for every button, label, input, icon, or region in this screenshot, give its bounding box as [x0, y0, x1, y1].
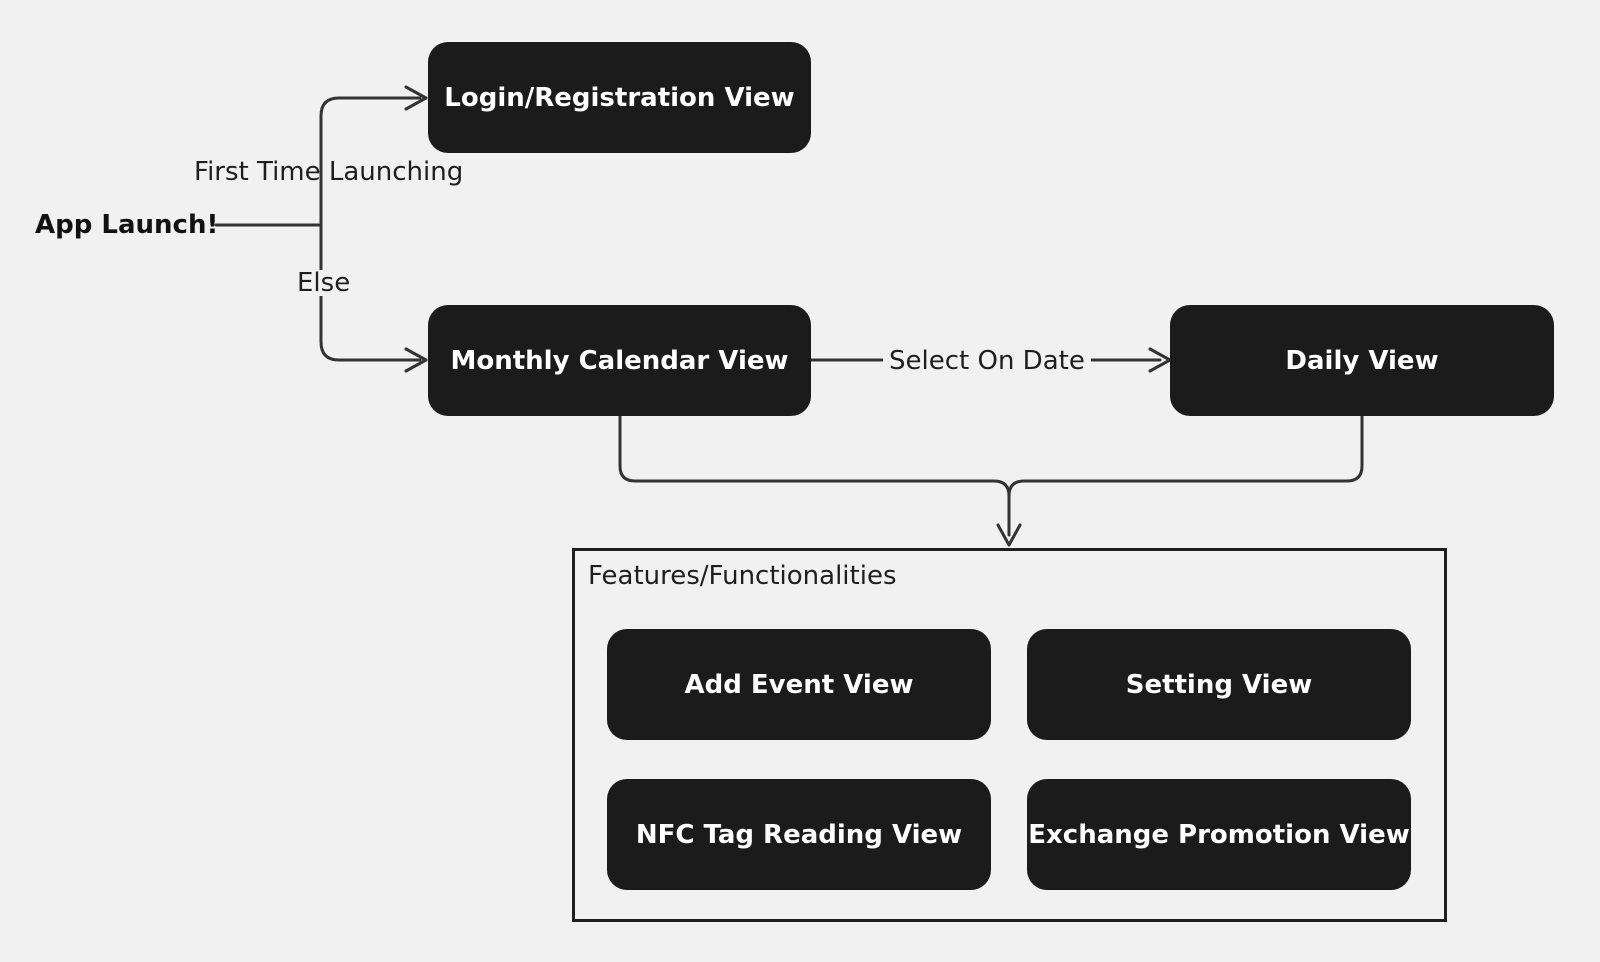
edge-label-first-time: First Time Launching: [194, 157, 464, 187]
edge-label-else: Else: [291, 270, 357, 296]
edge-label-select-date: Select On Date: [883, 348, 1091, 374]
edge-to-login: [319, 96, 422, 227]
edge-to-monthly: [319, 223, 422, 362]
node-setting: Setting View: [1027, 629, 1411, 740]
node-exchange-promotion: Exchange Promotion View: [1027, 779, 1411, 890]
features-group: [572, 548, 1447, 922]
edge-monthly-to-features: [618, 414, 1011, 537]
node-add-event: Add Event View: [607, 629, 991, 740]
app-launch-start: App Launch!: [35, 210, 219, 240]
arrowhead-monthly: [404, 347, 428, 373]
features-group-title: Features/Functionalities: [588, 561, 897, 591]
node-monthly-calendar-label: Monthly Calendar View: [450, 345, 789, 376]
arrowhead-login: [404, 85, 428, 111]
node-login-registration: Login/Registration View: [428, 42, 811, 153]
node-nfc-tag-reading: NFC Tag Reading View: [607, 779, 991, 890]
node-monthly-calendar: Monthly Calendar View: [428, 305, 811, 416]
edge-daily-to-features: [1007, 414, 1364, 498]
arrowhead-features: [996, 523, 1022, 547]
node-add-event-label: Add Event View: [684, 669, 914, 700]
node-exchange-promotion-label: Exchange Promotion View: [1028, 819, 1410, 850]
node-setting-label: Setting View: [1125, 669, 1313, 700]
node-login-registration-label: Login/Registration View: [444, 82, 795, 113]
node-daily-view: Daily View: [1170, 305, 1554, 416]
node-nfc-tag-reading-label: NFC Tag Reading View: [635, 819, 963, 850]
node-daily-view-label: Daily View: [1285, 345, 1439, 376]
